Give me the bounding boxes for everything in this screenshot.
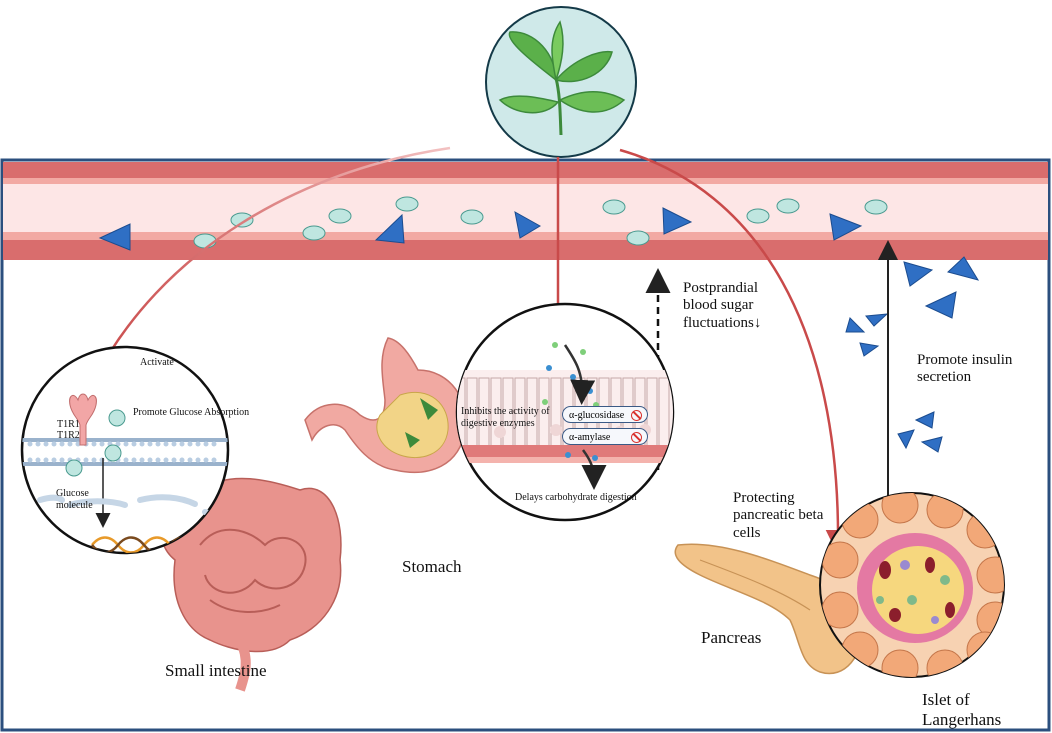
inhibits-enzymes-label: Inhibits the activity of digestive enzym…: [461, 406, 550, 429]
stomach-icon: [304, 337, 467, 474]
alpha-amylase-badge: α-amylase: [562, 428, 648, 445]
pancreas-label: Pancreas: [701, 628, 762, 647]
promote-insulin-label: Promote insulin secretion: [917, 352, 1013, 386]
insulin-triangle-icon: [98, 207, 980, 453]
blood-vessel: [3, 162, 1048, 260]
arrow-to-pancreas: [619, 148, 851, 555]
intestine-zoom-circle: [20, 345, 230, 555]
postprandial-label: Postprandial blood sugar fluctuations↓: [683, 280, 762, 331]
islet-zoom-circle: [819, 492, 1005, 678]
protecting-beta-cells-label: Protecting pancreatic beta cells: [733, 490, 824, 541]
glucose-molecule-label: Glucose molecule: [56, 488, 93, 511]
stomach-label: Stomach: [402, 557, 462, 576]
small-intestine-label: Small intestine: [165, 661, 267, 680]
alpha-glucosidase-label: α-glucosidase: [569, 410, 625, 421]
pancreas-icon: [674, 543, 863, 675]
no-entry-icon: [631, 410, 642, 421]
promote-glucose-absorption-label: Promote Glucose Absorption: [133, 407, 250, 418]
tea-leaf-icon: [485, 6, 637, 158]
no-entry-icon: [631, 432, 642, 443]
t1r2-label: T1R2: [57, 430, 80, 441]
outer-frame: [0, 158, 1051, 732]
alpha-amylase-label: α-amylase: [569, 432, 611, 443]
islet-label: Islet of Langerhans: [922, 690, 1002, 729]
activate-label: Activate: [140, 357, 174, 368]
delays-digestion-label: Delays carbohydrate digestion: [515, 492, 637, 503]
alpha-glucosidase-badge: α-glucosidase: [562, 406, 648, 423]
t1r1-label: T1R1: [57, 419, 80, 430]
arrow-to-intestine: [87, 146, 451, 393]
